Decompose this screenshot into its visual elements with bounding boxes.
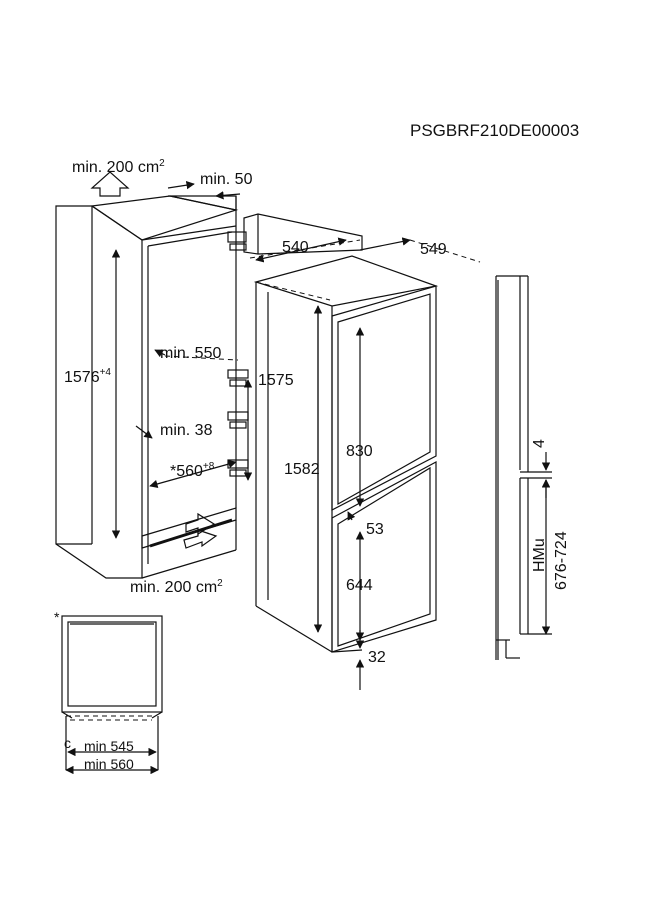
hinge-upper-middle bbox=[227, 369, 249, 387]
height-830-label: 830 bbox=[346, 443, 373, 460]
min-560-label: min 560 bbox=[84, 756, 134, 772]
hinge-top bbox=[227, 231, 247, 251]
niche-height-label: 1576+4 bbox=[64, 367, 111, 386]
appliance-body bbox=[243, 213, 439, 653]
gap-4-label: 4 bbox=[531, 439, 548, 448]
height-644-label: 644 bbox=[346, 577, 373, 594]
niche-top-view bbox=[61, 615, 163, 770]
height-1575-label: 1575 bbox=[258, 372, 294, 389]
gap-top-label: min. 50 bbox=[200, 171, 253, 188]
height-1582-label: 1582 bbox=[284, 461, 320, 478]
min-550-label: min. 550 bbox=[160, 345, 221, 362]
vent-bottom-arrow bbox=[183, 512, 218, 549]
vent-bottom-label: min. 200 cm2 bbox=[130, 578, 223, 596]
niche-width-label: *560+8 bbox=[170, 461, 215, 480]
vent-top-arrow bbox=[90, 171, 130, 197]
height-53-label: 53 bbox=[366, 521, 384, 538]
corner-c-mark: c bbox=[64, 735, 71, 751]
depth-540-label: 540 bbox=[282, 239, 309, 256]
min-38-label: min. 38 bbox=[160, 422, 213, 439]
hinge-bottom bbox=[227, 459, 249, 477]
hmu-range-label: 676-724 bbox=[553, 531, 570, 590]
depth-549-label: 549 bbox=[420, 241, 447, 258]
asterisk-note: * bbox=[54, 609, 60, 625]
product-code: PSGBRF210DE00003 bbox=[410, 121, 579, 140]
vent-top-label: min. 200 cm2 bbox=[72, 158, 165, 176]
hinge-lower-middle bbox=[227, 411, 249, 429]
hmu-label: HMu bbox=[531, 538, 548, 572]
height-32-label: 32 bbox=[368, 649, 386, 666]
side-profile bbox=[495, 275, 552, 660]
min-545-label: min 545 bbox=[84, 738, 134, 754]
